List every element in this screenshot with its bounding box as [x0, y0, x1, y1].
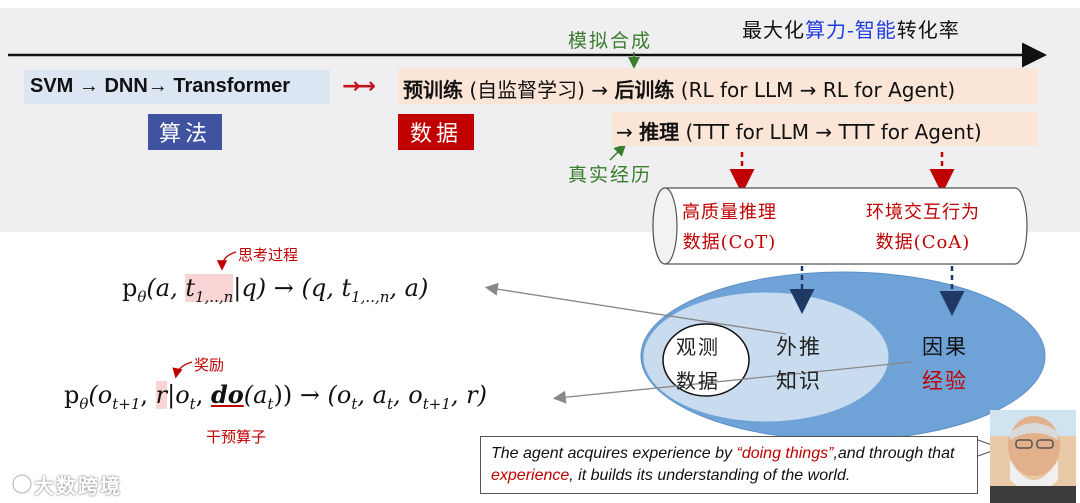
- causal-label: 因果经验: [922, 335, 968, 393]
- real-label: 真实经历: [568, 164, 653, 186]
- observe-label: 观测数据: [676, 335, 720, 393]
- data-cylinder: [652, 187, 1028, 265]
- data-text: 预训练 (自监督学习) → 后训练 (RL for LLM → RL for A…: [403, 78, 956, 102]
- algo-box: [24, 70, 330, 104]
- algo-tag: 算法: [148, 114, 222, 150]
- algo-text: SVM → DNN→ Transformer: [30, 75, 291, 97]
- coa-label: 环境交互行为数据(CoA): [866, 202, 980, 253]
- extrap-label: 外推知识: [776, 335, 822, 393]
- real-arrow: [609, 143, 627, 161]
- observe-ellipse: [662, 323, 750, 397]
- watermark-logo-icon: [11, 473, 33, 495]
- synth-label: 模拟合成: [568, 30, 653, 52]
- data-box: [398, 68, 1038, 104]
- inference-text: → 推理 (TTT for LLM → TTT for Agent): [616, 120, 982, 144]
- quote-box: The agent acquires experience by “doing …: [480, 436, 978, 494]
- avatar: [990, 410, 1076, 503]
- reward-note: 奖励: [194, 356, 225, 374]
- data-tag: 数据: [398, 114, 474, 150]
- causal-to-f2-arrow: [552, 361, 913, 404]
- extrap-to-f1-arrow: [484, 282, 787, 335]
- reward-arrow: [172, 361, 193, 379]
- watermark-text: 大数跨境: [34, 474, 122, 498]
- inference-box: [612, 112, 1038, 146]
- main-title: 最大化算力-智能转化率: [742, 18, 960, 42]
- formula-agent: pθ(ot+1, r|ot, do(at)) → (ot, at, ot+1, …: [64, 380, 487, 413]
- cot-label: 高质量推理数据(CoT): [682, 202, 777, 253]
- double-arrow: →→: [342, 74, 376, 99]
- operator-note: 干预算子: [206, 428, 267, 446]
- formula-reasoning: pθ(a, t1,..,n|q) → (q, t1,..,n, a): [122, 274, 429, 306]
- think-note: 思考过程: [238, 246, 299, 264]
- think-arrow: [216, 251, 237, 271]
